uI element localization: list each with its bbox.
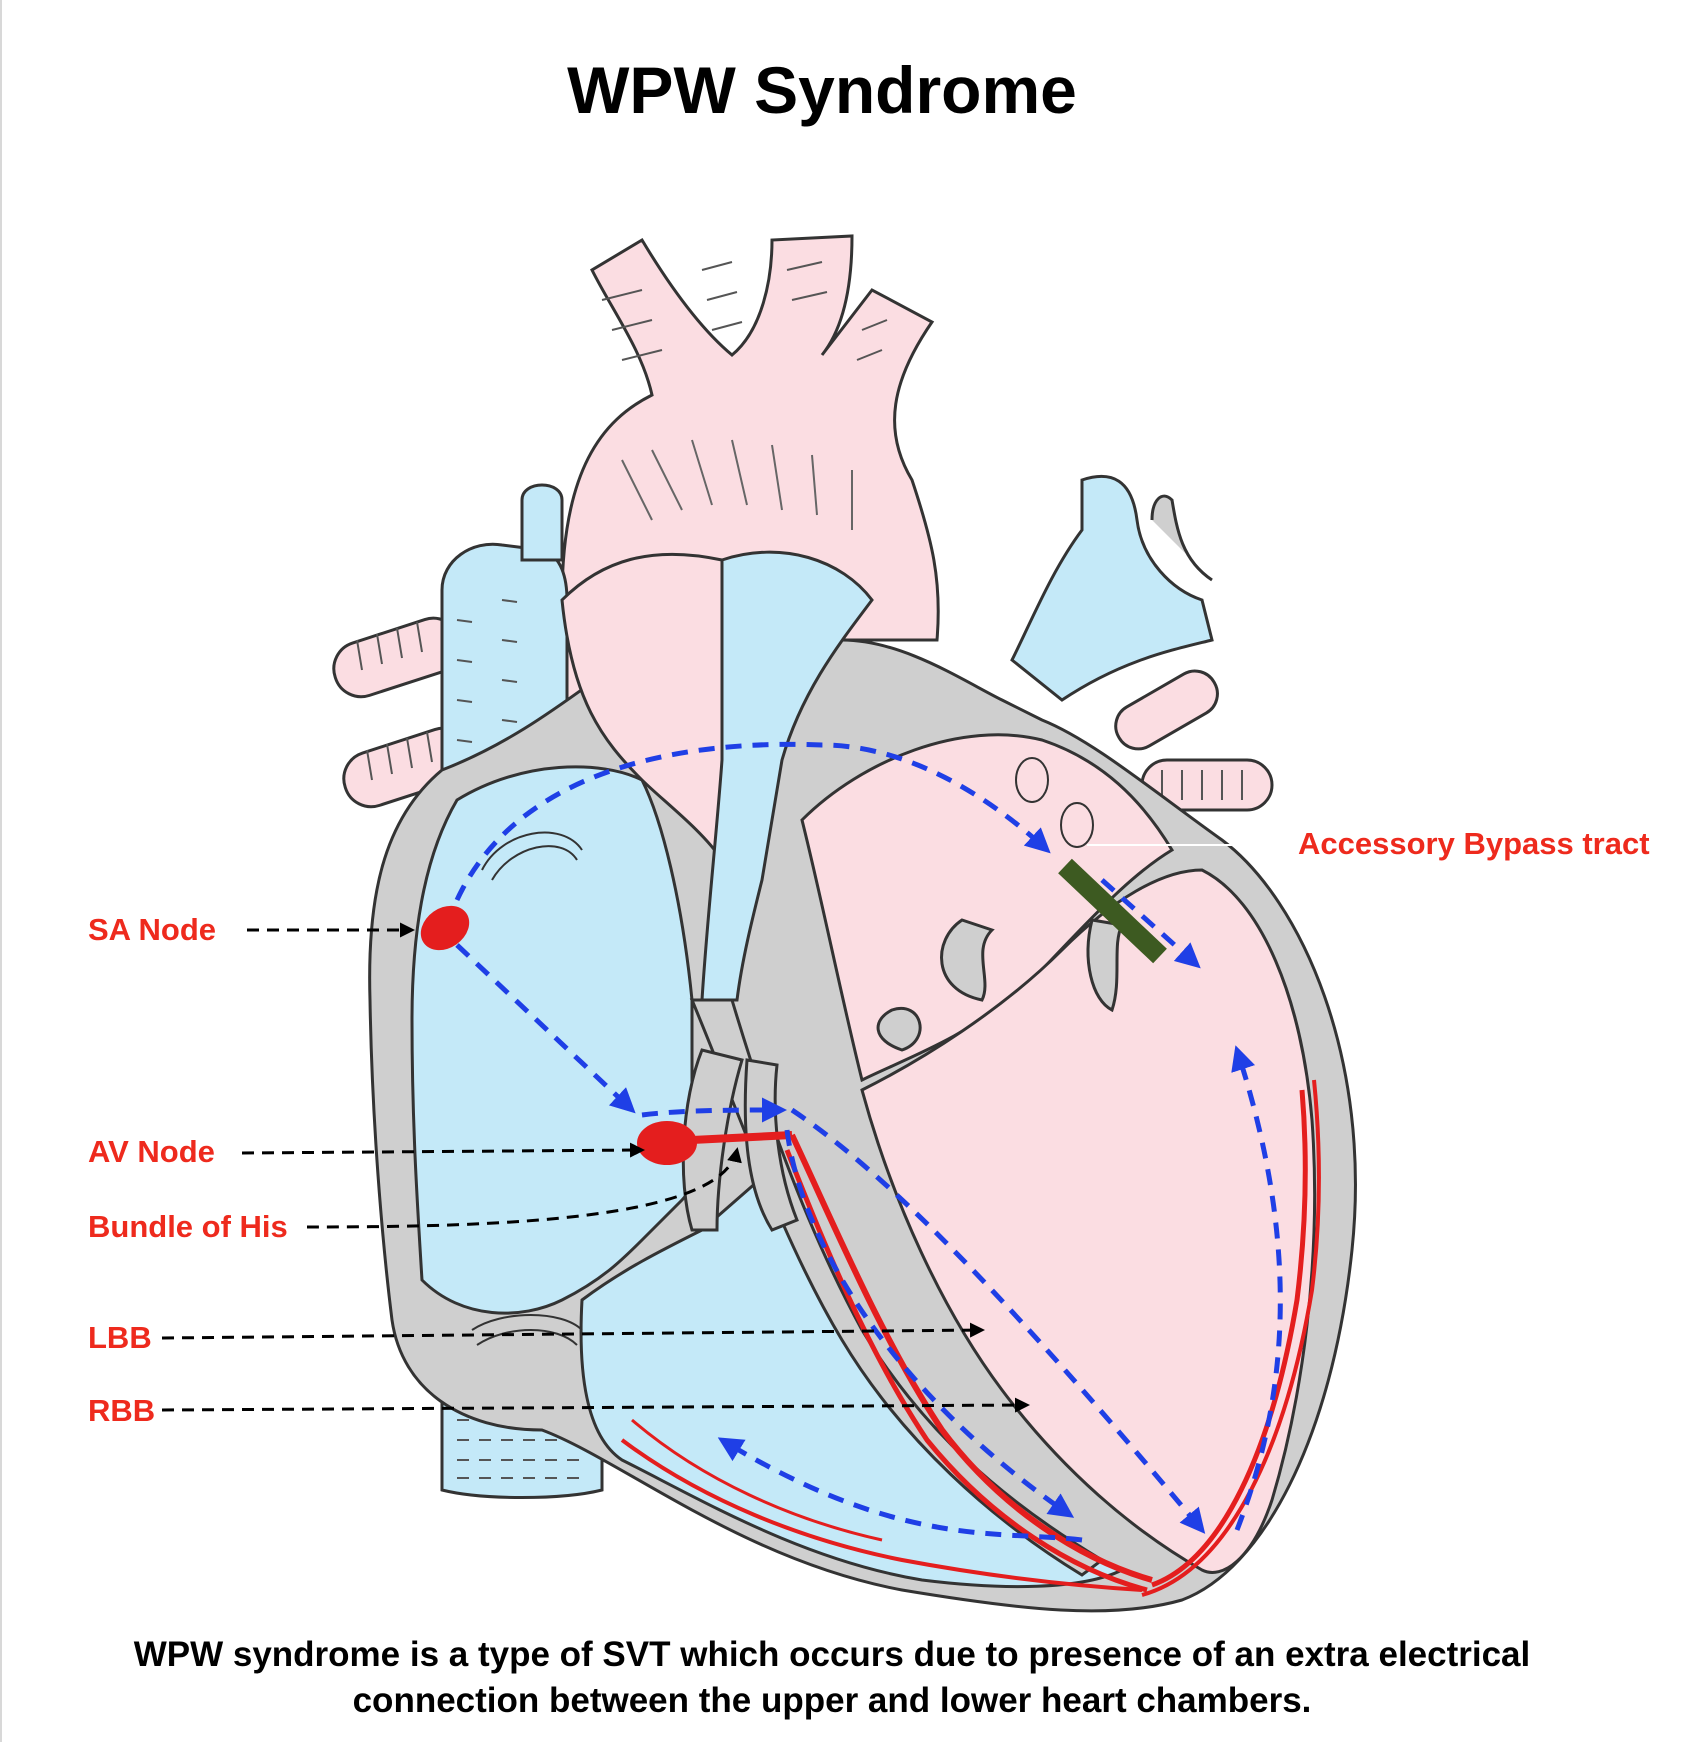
valve-openings — [471, 757, 1094, 1346]
impulse-atrial-arc — [454, 741, 1051, 902]
impulse-lv-wall — [1231, 1045, 1283, 1531]
caption-line-2: connection between the upper and lower h… — [352, 1681, 1312, 1720]
pointer-av-node — [241, 1142, 645, 1158]
impulse-septum-left — [790, 1107, 1206, 1534]
label-accessory-tract: Accessory Bypass tract — [1298, 826, 1650, 861]
impulse-bypass — [1100, 878, 1201, 969]
diagram-title: WPW Syndrome — [567, 53, 1077, 127]
pointer-bundle-of-his — [306, 1147, 742, 1229]
impulse-rv-floor — [717, 1437, 1083, 1543]
impulse-septum-right — [784, 1129, 1075, 1518]
mitral-valve — [876, 918, 1125, 1052]
pointer-rbb — [161, 1397, 1030, 1413]
label-lbb: LBB — [88, 1320, 152, 1355]
sa-node — [420, 905, 470, 951]
pulmonary-veins-left — [1114, 669, 1274, 812]
av-node — [637, 1121, 793, 1165]
impulse-sa-to-av — [455, 943, 636, 1114]
superior-vena-cava — [440, 483, 569, 772]
label-bundle-of-his: Bundle of His — [88, 1209, 288, 1244]
ascending-aorta — [560, 550, 874, 1002]
impulse-av-to-his — [641, 1097, 787, 1123]
caption-line-1: WPW syndrome is a type of SVT which occu… — [133, 1635, 1531, 1674]
label-pointers — [161, 922, 1030, 1413]
caption: WPW syndrome is a type of SVT which occu… — [22, 1632, 1642, 1724]
impulse-paths — [454, 741, 1283, 1543]
label-sa-node: SA Node — [88, 912, 217, 947]
pointer-lbb — [161, 1322, 985, 1340]
label-av-node: AV Node — [88, 1134, 215, 1169]
label-rbb: RBB — [88, 1393, 156, 1428]
pulmonary-artery — [1010, 474, 1214, 702]
